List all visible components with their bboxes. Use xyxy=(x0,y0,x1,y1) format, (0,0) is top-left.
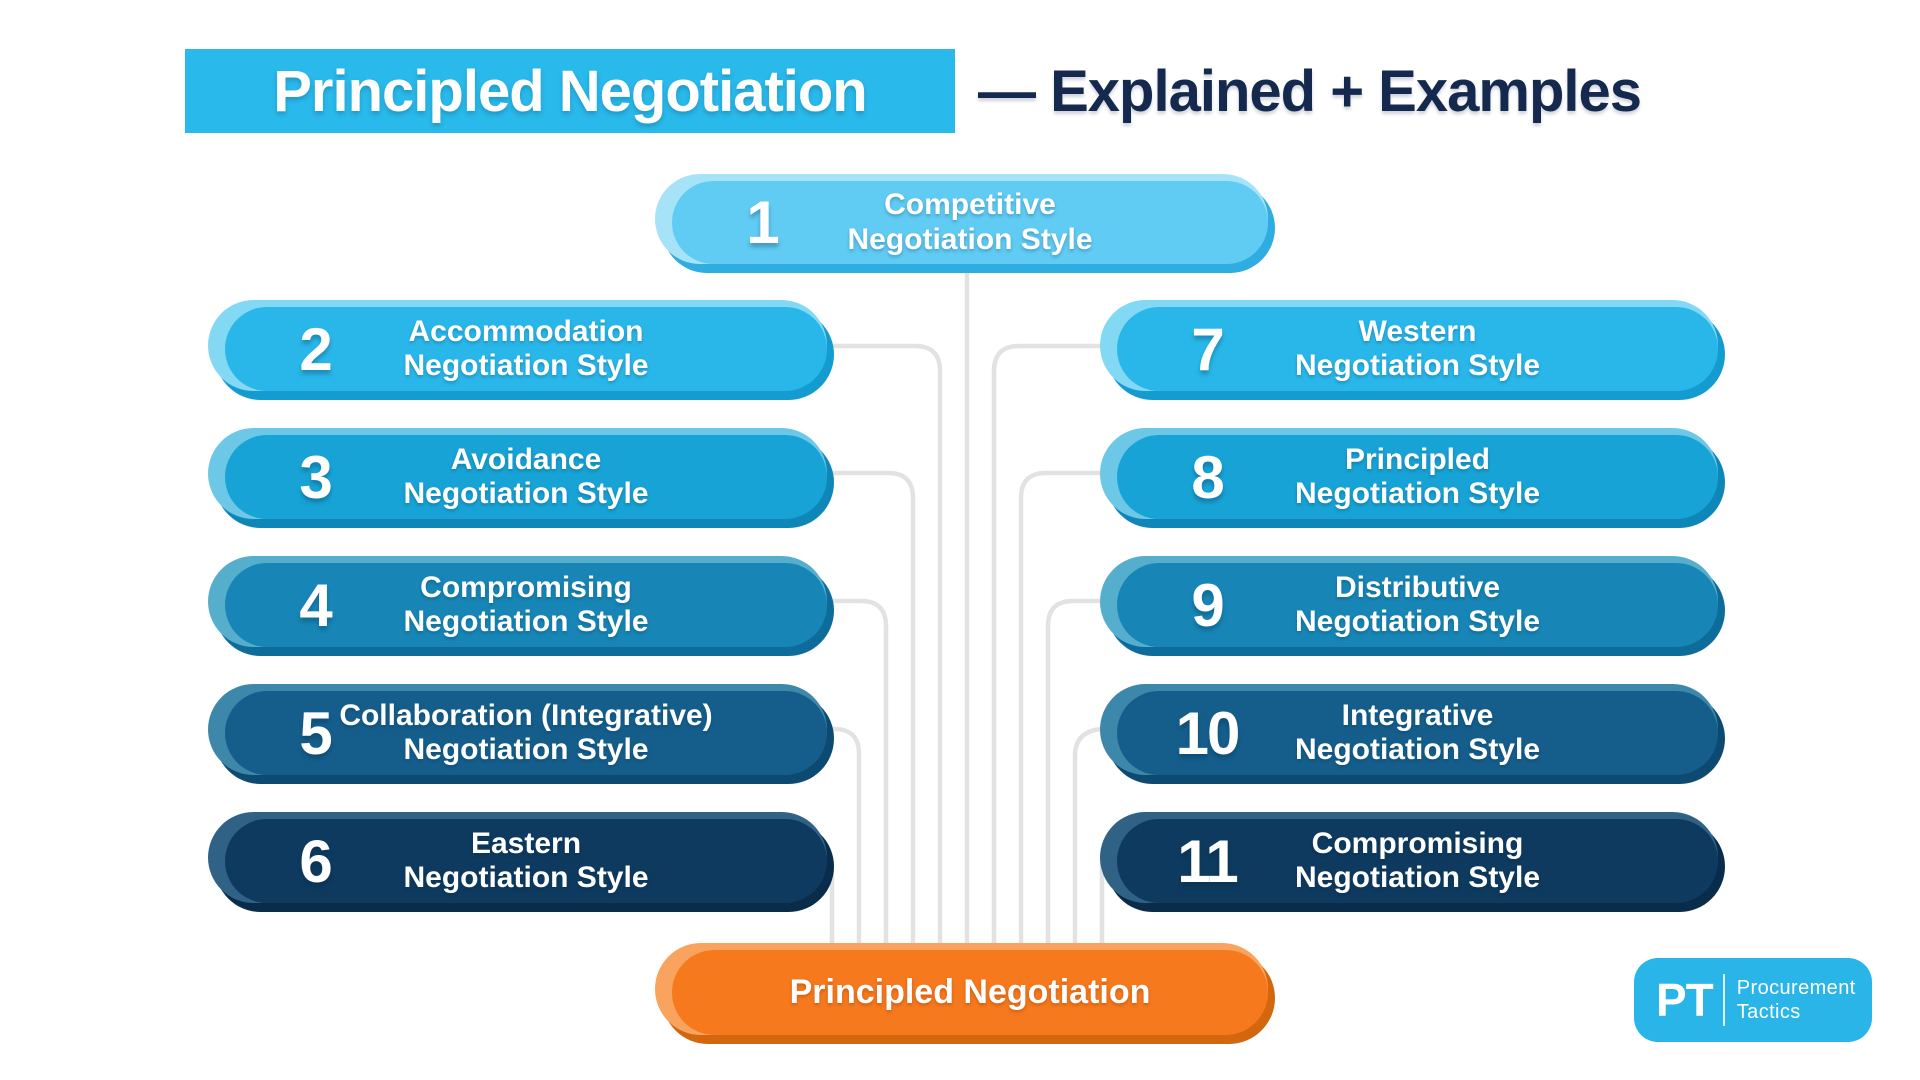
pill-label: Compromising Negotiation Style xyxy=(403,570,649,639)
pill-5-collaboration: 5 Collaboration (Integrative) Negotiatio… xyxy=(208,684,834,784)
pill-4-compromising: 4 Compromising Negotiation Style xyxy=(208,556,834,656)
pill-number: 9 xyxy=(1191,571,1224,639)
pill-body: 9 Distributive Negotiation Style xyxy=(1117,563,1718,647)
pill-body: 8 Principled Negotiation Style xyxy=(1117,435,1718,519)
pill-number: 1 xyxy=(746,189,779,256)
pill-number: 10 xyxy=(1175,699,1241,767)
pill-6-eastern: 6 Eastern Negotiation Style xyxy=(208,812,834,912)
pill-body: 3 Avoidance Negotiation Style xyxy=(225,435,827,519)
pill-7-western: 7 Western Negotiation Style xyxy=(1100,300,1725,400)
procurement-tactics-logo: PT Procurement Tactics xyxy=(1634,958,1872,1042)
pill-body: 1 Competitive Negotiation Style xyxy=(672,181,1268,264)
pill-label: Competitive Negotiation Style xyxy=(847,188,1093,256)
title-highlighted-text: Principled Negotiation xyxy=(273,58,867,124)
pill-3-avoidance: 3 Avoidance Negotiation Style xyxy=(208,428,834,528)
pill-body: 4 Compromising Negotiation Style xyxy=(225,563,827,647)
pill-number: 7 xyxy=(1191,315,1224,383)
pill-10-integrative: 10 Integrative Negotiation Style xyxy=(1100,684,1725,784)
pill-body: 7 Western Negotiation Style xyxy=(1117,307,1718,391)
pill-label: Avoidance Negotiation Style xyxy=(403,442,649,511)
title-rest-text: — Explained + Examples xyxy=(978,58,1642,124)
pill-11-compromising: 11 Compromising Negotiation Style xyxy=(1100,812,1725,912)
pill-number: 5 xyxy=(299,699,332,767)
logo-wordmark: Procurement Tactics xyxy=(1736,977,1856,1023)
pill-label: Accommodation Negotiation Style xyxy=(403,314,649,383)
pill-body: 11 Compromising Negotiation Style xyxy=(1117,819,1718,903)
pill-number: 3 xyxy=(299,443,332,511)
pill-body: Principled Negotiation xyxy=(672,950,1268,1035)
pill-label: Integrative Negotiation Style xyxy=(1294,698,1541,767)
pill-number: 4 xyxy=(299,571,332,639)
principled-negotiation-pill: Principled Negotiation xyxy=(655,943,1275,1044)
pill-8-principled: 8 Principled Negotiation Style xyxy=(1100,428,1725,528)
pill-2-accommodation: 2 Accommodation Negotiation Style xyxy=(208,300,834,400)
title-highlight-box: Principled Negotiation xyxy=(185,49,955,133)
pill-label: Eastern Negotiation Style xyxy=(403,826,649,895)
pill-label: Distributive Negotiation Style xyxy=(1294,570,1541,639)
page-title: Principled Negotiation — Explained + Exa… xyxy=(0,49,1920,133)
pt-monogram: PT xyxy=(1656,974,1714,1026)
pill-body: 5 Collaboration (Integrative) Negotiatio… xyxy=(225,691,827,775)
pill-label: Collaboration (Integrative) Negotiation … xyxy=(339,698,713,767)
pill-body: 2 Accommodation Negotiation Style xyxy=(225,307,827,391)
pill-9-distributive: 9 Distributive Negotiation Style xyxy=(1100,556,1725,656)
pill-label: Compromising Negotiation Style xyxy=(1294,826,1541,895)
pill-1-competitive: 1 Competitive Negotiation Style xyxy=(655,174,1275,273)
logo-divider xyxy=(1722,974,1725,1026)
pill-number: 8 xyxy=(1191,443,1224,511)
pill-body: 10 Integrative Negotiation Style xyxy=(1117,691,1718,775)
pill-label: Principled Negotiation Style xyxy=(1294,442,1541,511)
pill-number: 11 xyxy=(1177,827,1238,895)
pill-number: 2 xyxy=(299,315,332,383)
pill-number: 6 xyxy=(299,827,332,895)
pill-label: Western Negotiation Style xyxy=(1294,314,1541,383)
pill-body: 6 Eastern Negotiation Style xyxy=(225,819,827,903)
center-pill-label: Principled Negotiation xyxy=(789,972,1151,1011)
